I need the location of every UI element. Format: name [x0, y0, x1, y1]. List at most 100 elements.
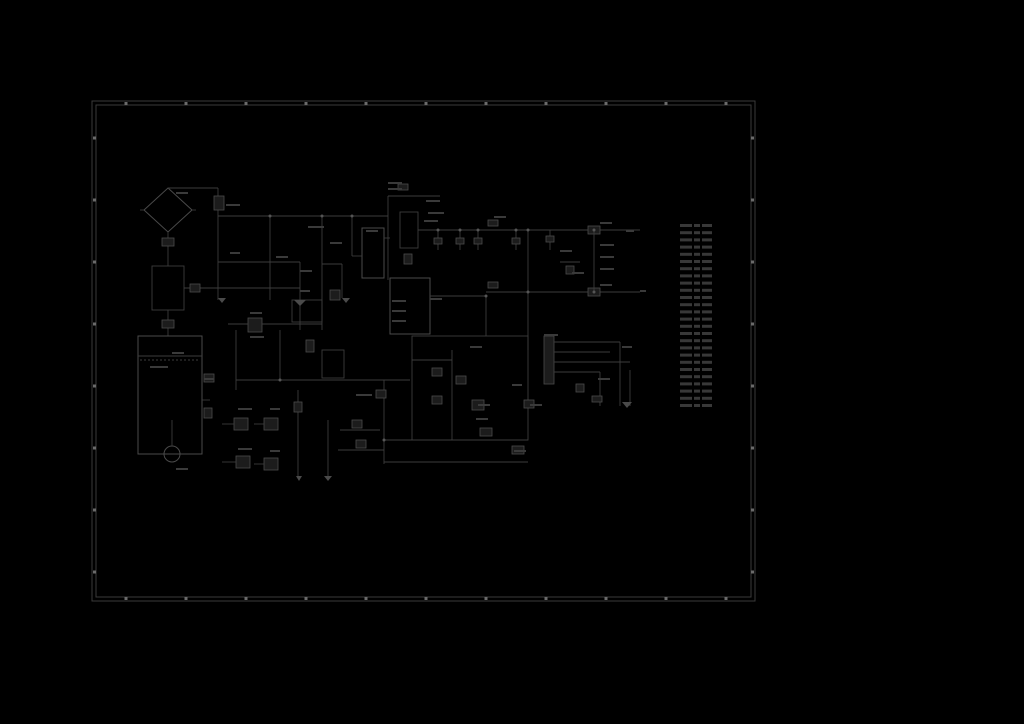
frame-tick — [93, 322, 96, 326]
parts-row-qty — [694, 324, 700, 328]
parts-row-qty — [694, 396, 700, 400]
frame-tick — [751, 322, 754, 326]
label-mark — [150, 366, 168, 368]
label-mark — [392, 300, 406, 302]
label-mark — [426, 200, 440, 202]
frame-tick — [93, 384, 96, 388]
input-filter-stage — [151, 255, 238, 336]
parts-row-value — [702, 404, 712, 407]
parts-row-qty — [694, 310, 700, 314]
label-mark — [230, 252, 240, 254]
parts-row-qty — [694, 332, 700, 335]
label-mark — [204, 378, 214, 380]
parts-row-value — [702, 238, 712, 242]
label-mark — [330, 242, 342, 244]
frame-tick — [484, 102, 488, 105]
parts-row-value — [702, 346, 712, 350]
parts-row-qty — [694, 346, 700, 350]
frame-tick — [93, 198, 96, 202]
label-mark — [238, 448, 252, 450]
parts-row-value — [702, 310, 712, 314]
label-mark — [598, 378, 610, 380]
parts-row-ref — [680, 346, 692, 350]
frame-tick — [184, 597, 188, 600]
parts-row-ref — [680, 303, 692, 307]
label-mark — [356, 394, 372, 396]
parts-row-ref — [680, 389, 692, 393]
frame-tick — [304, 102, 308, 105]
parts-row-qty — [694, 224, 700, 227]
label-mark — [388, 182, 402, 184]
parts-row-ref — [680, 260, 692, 263]
parts-row-qty — [694, 288, 700, 292]
frame-tick — [751, 260, 754, 264]
frame-tick — [751, 198, 754, 202]
frame-tick — [124, 597, 128, 600]
label-mark — [640, 290, 646, 292]
frame-tick — [93, 446, 96, 450]
parts-row-value — [702, 274, 712, 278]
junction-dots — [268, 214, 596, 442]
parts-row-value — [702, 339, 712, 343]
parts-row-qty — [694, 303, 700, 307]
label-mark — [560, 250, 572, 252]
main-switching-ic — [352, 183, 486, 335]
parts-row-value — [702, 396, 712, 400]
bridge-rectifier — [140, 187, 225, 255]
parts-row-qty — [694, 389, 700, 393]
parts-row-ref — [680, 382, 692, 386]
parts-row-qty — [694, 368, 700, 371]
controller-ic-area — [228, 263, 345, 379]
label-mark — [478, 404, 490, 406]
label-mark — [476, 418, 488, 420]
label-mark — [600, 268, 614, 270]
parts-row-qty — [694, 260, 700, 263]
label-mark — [300, 270, 312, 272]
frame-tick — [424, 102, 428, 105]
frame-tick — [424, 597, 428, 600]
label-mark — [226, 204, 240, 206]
aux-modules — [222, 390, 384, 478]
parts-row-value — [702, 303, 712, 307]
parts-row-qty — [694, 231, 700, 235]
ground-symbols — [218, 298, 632, 481]
parts-row-qty — [694, 267, 700, 271]
parts-row-ref — [680, 245, 692, 249]
parts-row-ref — [680, 288, 692, 292]
label-mark — [270, 408, 280, 410]
frame-tick — [93, 508, 96, 512]
parts-row-ref — [680, 375, 692, 379]
label-mark — [530, 404, 542, 406]
parts-row-ref — [680, 252, 692, 256]
parts-row-ref — [680, 310, 692, 314]
parts-row-qty — [694, 360, 700, 364]
label-mark — [572, 272, 584, 274]
parts-row-ref — [680, 317, 692, 321]
output-connector — [543, 335, 631, 406]
parts-row-ref — [680, 324, 692, 328]
label-mark — [514, 450, 526, 452]
label-mark — [600, 222, 612, 224]
parts-row-ref — [680, 238, 692, 242]
component-label-marks — [150, 182, 646, 470]
parts-row-value — [702, 389, 712, 393]
parts-row-value — [702, 317, 712, 321]
parts-row-value — [702, 252, 712, 256]
main-bus-lines — [218, 196, 410, 390]
parts-row-qty — [694, 382, 700, 386]
frame-tick — [364, 597, 368, 600]
parts-row-ref — [680, 231, 692, 235]
parts-row-value — [702, 245, 712, 249]
label-mark — [250, 312, 262, 314]
parts-row-ref — [680, 404, 692, 407]
label-mark — [600, 244, 614, 246]
frame-tick — [751, 570, 754, 574]
parts-row-value — [702, 375, 712, 379]
frame-tick — [604, 102, 608, 105]
parts-row-ref — [680, 267, 692, 271]
parts-row-ref — [680, 274, 692, 278]
parts-row-value — [702, 267, 712, 271]
label-mark — [388, 188, 402, 190]
label-mark — [428, 212, 444, 214]
